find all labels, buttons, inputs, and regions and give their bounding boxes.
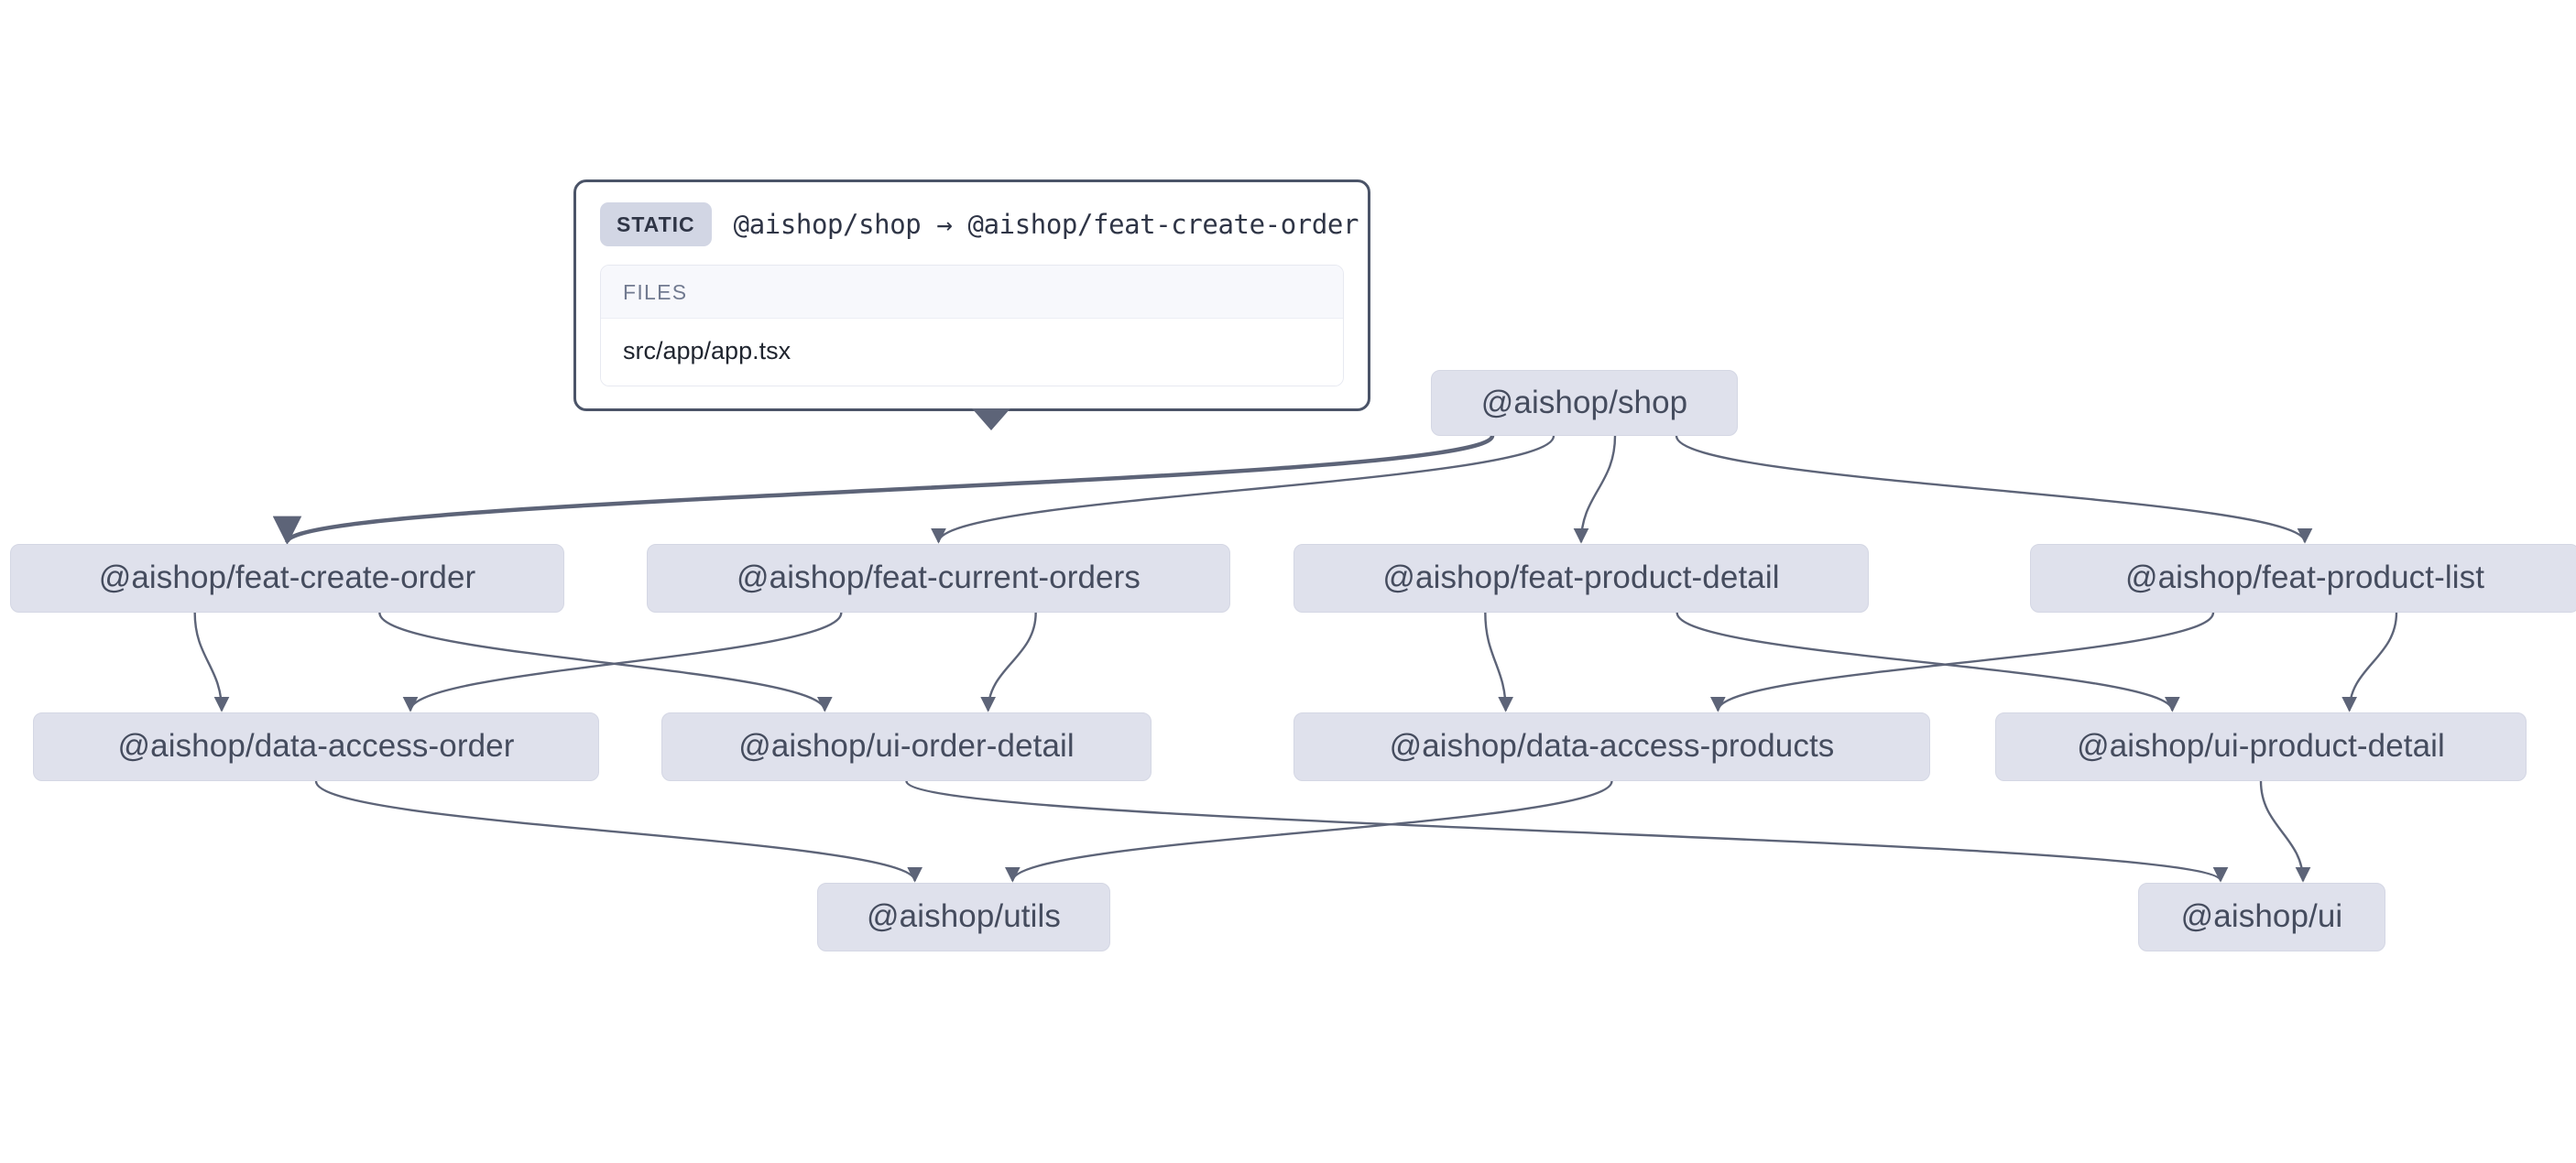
graph-node-ui-order-detail[interactable]: @aishop/ui-order-detail <box>661 712 1152 781</box>
graph-node-shop[interactable]: @aishop/shop <box>1431 370 1738 436</box>
graph-edge-ui-order-detail-to-ui[interactable] <box>905 780 2228 883</box>
graph-node-label: @aishop/feat-product-list <box>2124 560 2485 595</box>
graph-edge-ui-product-detail-to-ui[interactable] <box>2259 780 2311 883</box>
graph-node-label: @aishop/ui-order-detail <box>738 728 1075 764</box>
graph-node-feat-product-detail[interactable]: @aishop/feat-product-detail <box>1293 544 1869 613</box>
graph-node-ui[interactable]: @aishop/ui <box>2138 883 2385 951</box>
graph-node-feat-create-order[interactable]: @aishop/feat-create-order <box>10 544 564 613</box>
graph-node-data-access-products[interactable]: @aishop/data-access-products <box>1293 712 1930 781</box>
graph-node-feat-product-list[interactable]: @aishop/feat-product-list <box>2030 544 2576 613</box>
graph-node-label: @aishop/ui-product-detail <box>2077 728 2445 764</box>
graph-edge-data-access-order-to-utils[interactable] <box>314 780 922 883</box>
graph-node-ui-product-detail[interactable]: @aishop/ui-product-detail <box>1995 712 2527 781</box>
graph-node-utils[interactable]: @aishop/utils <box>817 883 1110 951</box>
files-panel: FILES src/app/app.tsx <box>600 265 1344 386</box>
graph-node-label: @aishop/feat-current-orders <box>737 560 1141 595</box>
graph-node-label: @aishop/feat-product-detail <box>1382 560 1780 595</box>
graph-edge-shop-to-feat-create-order[interactable] <box>273 434 1495 546</box>
graph-edge-feat-create-order-to-ui-order-detail[interactable] <box>378 612 833 712</box>
graph-node-label: @aishop/feat-create-order <box>98 560 476 595</box>
tooltip-header: STATIC @aishop/shop → @aishop/feat-creat… <box>576 182 1368 259</box>
graph-edge-feat-product-detail-to-data-access-products[interactable] <box>1484 612 1514 712</box>
edge-detail-tooltip[interactable]: STATIC @aishop/shop → @aishop/feat-creat… <box>573 179 1370 430</box>
file-list-item[interactable]: src/app/app.tsx <box>601 319 1343 386</box>
graph-node-label: @aishop/data-access-order <box>117 728 515 764</box>
graph-node-label: @aishop/ui <box>2180 898 2343 934</box>
files-panel-header: FILES <box>601 266 1343 319</box>
graph-edge-feat-current-orders-to-ui-order-detail[interactable] <box>980 612 1037 712</box>
graph-node-label: @aishop/shop <box>1480 384 1688 420</box>
graph-node-label: @aishop/data-access-products <box>1389 728 1835 764</box>
graph-edge-shop-to-feat-current-orders[interactable] <box>931 435 1555 544</box>
graph-edge-feat-product-detail-to-ui-product-detail[interactable] <box>1675 612 2180 712</box>
graph-edge-feat-product-list-to-data-access-products[interactable] <box>1710 612 2215 712</box>
graph-node-data-access-order[interactable]: @aishop/data-access-order <box>33 712 599 781</box>
tooltip-pointer-icon <box>972 408 1010 430</box>
tooltip-title: @aishop/shop → @aishop/feat-create-order <box>733 209 1359 240</box>
static-badge: STATIC <box>600 202 712 246</box>
graph-node-feat-current-orders[interactable]: @aishop/feat-current-orders <box>647 544 1230 613</box>
graph-edge-feat-current-orders-to-data-access-order[interactable] <box>402 612 843 712</box>
graph-edge-shop-to-feat-product-detail[interactable] <box>1573 435 1617 544</box>
graph-edge-feat-product-list-to-ui-product-detail[interactable] <box>2341 612 2398 712</box>
graph-edge-feat-create-order-to-data-access-order[interactable] <box>193 612 230 712</box>
graph-edge-shop-to-feat-product-list[interactable] <box>1675 435 2313 544</box>
graph-edge-data-access-products-to-utils[interactable] <box>1005 780 1613 883</box>
graph-node-label: @aishop/utils <box>867 898 1061 934</box>
